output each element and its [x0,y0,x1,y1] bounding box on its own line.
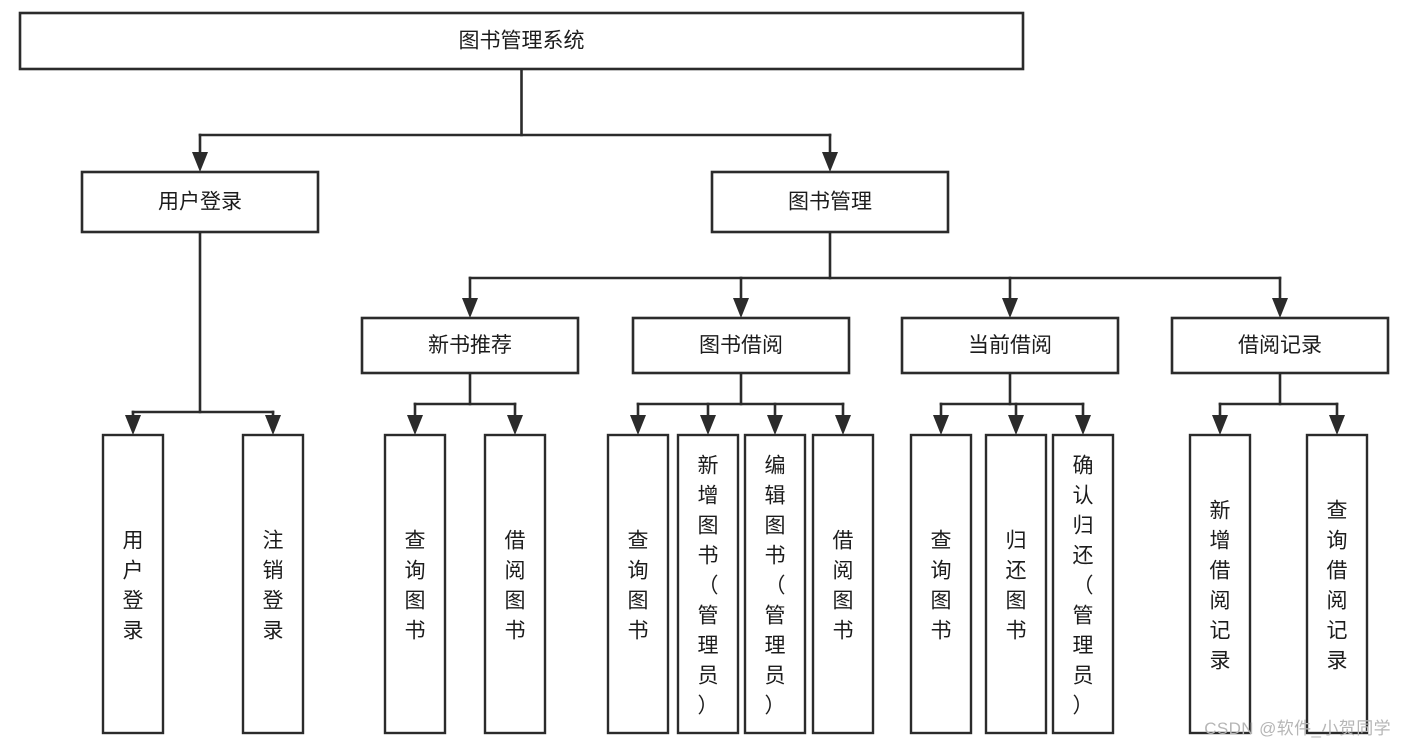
arrow-borrow-record-1-head [1329,415,1345,435]
csdn-watermark: CSDN @软件_小贺同学 [1204,719,1391,738]
node-box-leaf-add-book [676,433,740,735]
node-label-leaf-user-logout: 注销登录 [263,529,284,642]
node-label-leaf-borrow-book-1: 借阅图书 [505,529,526,642]
arrow-level3-0-head [462,298,478,318]
node-leaf-add-borrow-record[interactable]: 新增借阅记录 [1188,433,1252,735]
node-box-leaf-query-book-1 [383,433,447,735]
arrow-current-borrow-0-head [933,415,949,435]
node-box-book-manage [710,170,950,234]
node-box-root [18,11,1025,71]
arrow-user-login-0-head [125,415,141,435]
node-current-borrow[interactable]: 当前借阅 [900,316,1120,375]
node-label-current-borrow: 当前借阅 [968,334,1052,357]
arrow-book-borrow-1-head [700,415,716,435]
node-label-user-login: 用户登录 [158,191,242,214]
node-leaf-user-logout[interactable]: 注销登录 [241,433,305,735]
node-label-leaf-edit-book: 编辑图书（管理员） [765,454,786,717]
node-label-leaf-add-borrow-record: 新增借阅记录 [1210,499,1231,672]
arrow-new-book-recommend-1-head [507,415,523,435]
node-leaf-borrow-book-2[interactable]: 借阅图书 [811,433,875,735]
node-label-leaf-return-book: 归还图书 [1006,529,1027,642]
node-box-leaf-return-book [984,433,1048,735]
node-label-leaf-user-login: 用户登录 [123,529,144,642]
node-box-leaf-query-book-2 [606,433,670,735]
node-box-new-book-recommend [360,316,580,375]
node-box-leaf-borrow-book-2 [811,433,875,735]
connector-layer [125,67,1345,435]
arrow-borrow-record-0-head [1212,415,1228,435]
node-leaf-return-book[interactable]: 归还图书 [984,433,1048,735]
node-label-leaf-add-book: 新增图书（管理员） [698,454,719,717]
node-label-leaf-query-book-1: 查询图书 [405,529,426,642]
node-box-current-borrow [900,316,1120,375]
node-book-manage[interactable]: 图书管理 [710,170,950,234]
node-leaf-query-book-1[interactable]: 查询图书 [383,433,447,735]
node-label-root: 图书管理系统 [459,30,585,53]
node-label-borrow-record: 借阅记录 [1238,334,1322,357]
node-box-leaf-user-login [101,433,165,735]
arrow-new-book-recommend-0-head [407,415,423,435]
node-leaf-add-book[interactable]: 新增图书（管理员） [676,433,740,735]
node-box-leaf-user-logout [241,433,305,735]
node-root[interactable]: 图书管理系统 [18,11,1025,71]
node-box-leaf-confirm-return [1051,433,1115,735]
node-box-user-login [80,170,320,234]
node-box-leaf-add-borrow-record [1188,433,1252,735]
node-user-login[interactable]: 用户登录 [80,170,320,234]
node-box-leaf-edit-book [743,433,807,735]
arrow-book-borrow-3-head [835,415,851,435]
node-label-leaf-query-book-2: 查询图书 [628,529,649,642]
node-label-leaf-query-borrow-record: 查询借阅记录 [1327,499,1348,672]
node-label-new-book-recommend: 新书推荐 [428,334,512,357]
node-box-leaf-query-borrow-record [1305,433,1369,735]
node-label-leaf-confirm-return: 确认归还（管理员） [1073,454,1094,717]
arrow-book-borrow-2-head [767,415,783,435]
arrow-level3-2-head [1002,298,1018,318]
node-leaf-query-borrow-record[interactable]: 查询借阅记录 [1305,433,1369,735]
node-label-leaf-borrow-book-2: 借阅图书 [833,529,854,642]
arrow-user-login-1-head [265,415,281,435]
node-book-borrow[interactable]: 图书借阅 [631,316,851,375]
node-label-book-manage: 图书管理 [788,191,872,214]
node-borrow-record[interactable]: 借阅记录 [1170,316,1390,375]
arrow-level2-1-head [822,152,838,172]
node-box-book-borrow [631,316,851,375]
node-label-leaf-query-book-3: 查询图书 [931,529,952,642]
node-box-borrow-record [1170,316,1390,375]
node-leaf-user-login[interactable]: 用户登录 [101,433,165,735]
node-leaf-borrow-book-1[interactable]: 借阅图书 [483,433,547,735]
arrow-level3-3-head [1272,298,1288,318]
arrow-current-borrow-2-head [1075,415,1091,435]
arrow-book-borrow-0-head [630,415,646,435]
node-box-leaf-query-book-3 [909,433,973,735]
node-new-book-recommend[interactable]: 新书推荐 [360,316,580,375]
node-leaf-query-book-3[interactable]: 查询图书 [909,433,973,735]
node-leaf-confirm-return[interactable]: 确认归还（管理员） [1051,433,1115,735]
node-box-leaf-borrow-book-1 [483,433,547,735]
arrow-level2-0-head [192,152,208,172]
node-leaf-edit-book[interactable]: 编辑图书（管理员） [743,433,807,735]
node-leaf-query-book-2[interactable]: 查询图书 [606,433,670,735]
node-layer: 图书管理系统用户登录图书管理新书推荐图书借阅当前借阅借阅记录用户登录注销登录查询… [18,11,1390,735]
arrow-level3-1-head [733,298,749,318]
node-label-book-borrow: 图书借阅 [699,334,783,357]
arrow-current-borrow-1-head [1008,415,1024,435]
